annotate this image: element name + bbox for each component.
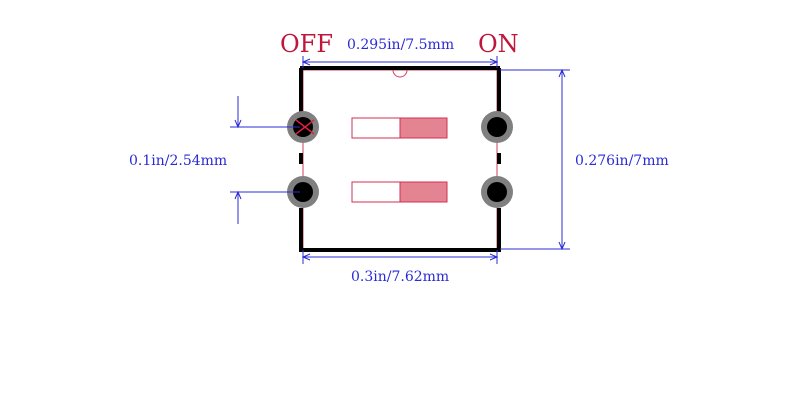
switch-1-actuator <box>399 117 448 139</box>
on-label: ON <box>478 30 519 58</box>
height-label: 0.276in/7mm <box>575 153 669 169</box>
switch-2-actuator <box>399 181 448 203</box>
orientation-notch <box>392 69 408 78</box>
pad-4 <box>481 176 513 208</box>
pad-1 <box>287 111 319 143</box>
switch-2 <box>351 181 448 203</box>
off-label: OFF <box>280 30 333 58</box>
top-width-label: 0.295in/7.5mm <box>347 37 454 53</box>
silkscreen-outline <box>299 66 501 252</box>
pitch-label: 0.1in/2.54mm <box>129 153 227 169</box>
body-outline <box>302 69 498 251</box>
pad-2 <box>287 176 319 208</box>
pitch-dimension <box>230 96 300 224</box>
pad-3 <box>481 111 513 143</box>
row-spacing-dimension <box>301 250 499 264</box>
row-spacing-label: 0.3in/7.62mm <box>351 269 449 285</box>
top-width-dimension <box>301 56 499 68</box>
height-dimension <box>500 68 570 251</box>
switch-1 <box>351 117 448 139</box>
